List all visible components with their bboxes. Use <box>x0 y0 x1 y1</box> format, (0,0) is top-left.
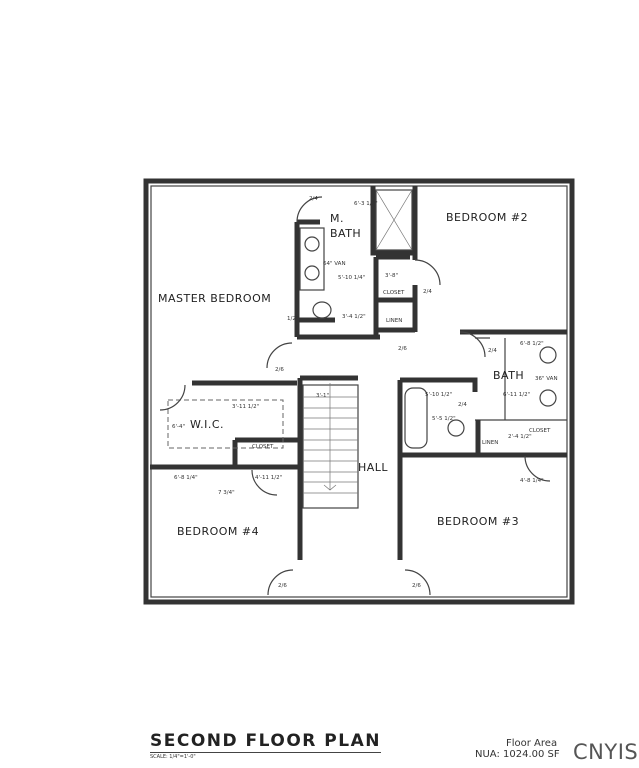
exterior-wall-inner <box>150 185 568 598</box>
dimension: 2/6 <box>398 346 407 352</box>
dimension: 6'-3 1/2" <box>354 201 378 207</box>
dimension: 2/4 <box>458 402 467 408</box>
stair-down-label: DN <box>320 376 328 382</box>
dimension: 2/6 <box>275 367 284 373</box>
dimension: 6'-8 1/4" <box>174 475 198 481</box>
exterior-wall <box>143 178 575 605</box>
sink-icon <box>539 389 557 407</box>
toilet-icon <box>447 419 465 437</box>
plan-title: SECOND FLOOR PLAN <box>150 731 381 753</box>
floor-area-label: Floor Area <box>506 738 558 749</box>
dimension: 5'-5 1/2" <box>432 416 456 422</box>
dimension: 3'-8" <box>385 273 398 279</box>
room-label-bedroom2: BEDROOM #2 <box>446 211 528 224</box>
room-label-bedroom4: BEDROOM #4 <box>177 525 259 538</box>
sink-icon <box>304 265 320 281</box>
plan-scale: SCALE: 1/4"=1'-0" <box>150 754 196 760</box>
staircase <box>302 383 359 509</box>
shower-wall <box>370 186 418 260</box>
dimension: 2/4 <box>309 196 318 202</box>
hall-wall <box>297 375 358 560</box>
room-label-m-bath: BATH <box>330 227 361 240</box>
dimension: 3'-1" <box>316 393 329 399</box>
brand-logo: CNYIS <box>573 740 639 764</box>
dimension: 2/6 <box>278 583 287 589</box>
linen-label: LINEN <box>386 318 402 324</box>
room-label-bedroom3: BEDROOM #3 <box>437 515 519 528</box>
dimension: 2'-4 1/2" <box>508 434 532 440</box>
dimension: 64" VAN <box>323 261 346 267</box>
dimension: 5'-10 1/4" <box>338 275 365 281</box>
closet-label: CLOSET <box>529 428 551 434</box>
door-swings <box>159 196 551 596</box>
bathtub <box>404 387 428 449</box>
room-label-master-bedroom: MASTER BEDROOM <box>158 292 271 305</box>
sink-icon <box>539 346 557 364</box>
dimension: 2/4 <box>423 289 432 295</box>
dimension: 5'-10 1/2" <box>425 392 452 398</box>
dimension: 2/4 <box>488 348 497 354</box>
linen-label: LINEN <box>482 440 498 446</box>
room-label-bath: BATH <box>493 369 524 382</box>
dimension: 2/6 <box>412 583 421 589</box>
dimension: 4'-8 1/4" <box>520 478 544 484</box>
closet-label: CLOSET <box>383 290 405 296</box>
floor-area-value: NUA: 1024.00 SF <box>475 749 560 760</box>
room-label-m-bath: M. <box>330 212 344 225</box>
room-label-hall: HALL <box>358 461 388 474</box>
dimension: 3'-4 1/2" <box>342 314 366 320</box>
dimension: 4'-11 1/2" <box>255 475 282 481</box>
master-bath-wall <box>294 219 380 340</box>
dimension: 6'-11 1/2" <box>503 392 530 398</box>
sink-icon <box>304 236 320 252</box>
room-label-wic: W.I.C. <box>190 418 224 431</box>
shower <box>375 189 413 251</box>
toilet-icon <box>312 301 332 319</box>
dimension: 6'-8 1/2" <box>520 341 544 347</box>
dimension: 36" VAN <box>535 376 558 382</box>
wic-wall <box>150 380 300 470</box>
bath-wall <box>397 377 567 560</box>
closet-label: CLOSET <box>252 444 274 450</box>
dimension: 6'-4" <box>172 424 185 430</box>
dimension: 3'-11 1/2" <box>232 404 259 410</box>
closet-wall <box>373 254 418 335</box>
dimension: 7 3/4" <box>218 490 235 496</box>
vanity <box>299 227 325 291</box>
dimension: 1/2" <box>287 316 298 322</box>
